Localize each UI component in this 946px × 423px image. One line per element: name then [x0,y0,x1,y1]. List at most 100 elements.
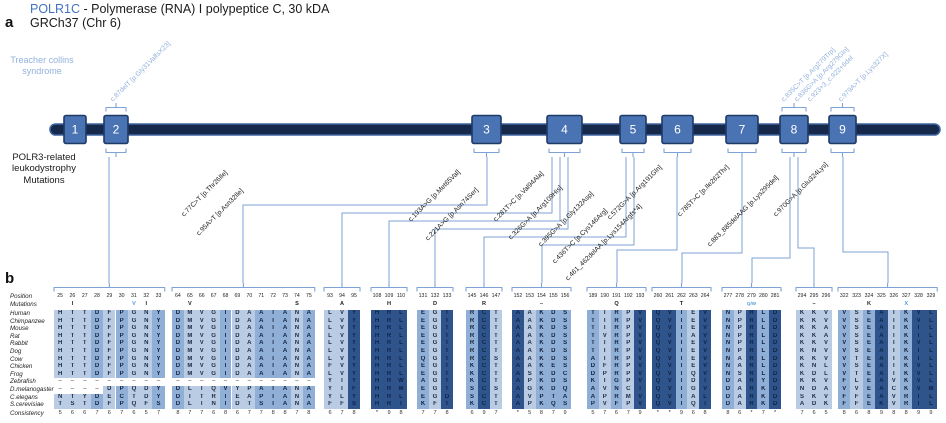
alignment-cell: E [862,325,876,333]
alignment-cell: Y [152,355,165,364]
alignment-cell: Q [687,401,700,409]
alignment-cell: K [820,401,832,409]
alignment-cell: K [535,340,548,348]
alignment-cell: A [279,310,291,318]
alignment-cell: H [371,348,383,356]
alignment-cell: L [924,363,938,371]
alignment-cell: K [535,325,548,333]
alignment-cell: R [383,363,395,371]
alignment-consistency-value: 6 [855,410,859,416]
alignment-cell: I [267,310,280,318]
alignment-cell: – [78,386,91,394]
alignment-cell: E [417,386,429,394]
alignment-cell: R [610,363,623,371]
alignment-cell: K [535,386,548,394]
alignment-cell: V [195,325,208,333]
alignment-cell: R [466,348,478,356]
alignment-cell: L [324,332,336,341]
alignment-cell: S [733,370,746,379]
alignment-cell: I [267,317,280,326]
alignment-cell: P [622,401,635,409]
alignment-cell: E [687,355,700,364]
alignment-cell: D [90,370,104,379]
alignment-position-number: 155 [548,293,558,299]
exon-4-box [546,114,583,145]
alignment-cell: G [687,386,700,394]
alignment-cell: V [219,386,232,394]
alignment-cell: T [127,393,141,402]
alignment-cell: – [152,378,165,386]
alignment-cell: P [733,317,746,326]
alignment-position-number: 191 [612,293,621,299]
alignment-cell: A [302,325,315,333]
alignment-cell: E [417,332,429,341]
alignment-cell: S [490,355,502,364]
alignment-position-number: 65 [186,293,193,299]
alignment-cell: N [207,401,220,409]
alignment-cell: S [66,401,79,409]
alignment-cell: V [336,317,348,326]
alignment-consistency-value: 8 [223,410,228,416]
alignment-species-label: Zebrafish [10,378,36,386]
alignment-cell: A [512,401,524,409]
alignment-consistency-value: 8 [892,410,896,416]
alignment-cell: I [912,401,925,409]
alignment-cell: A [302,386,315,394]
alignment-cell: N [291,310,303,318]
alignment-cell: V [598,386,611,394]
alignment-cell: Y [348,325,360,333]
alignment-cell: R [745,401,758,409]
alignment-position-number: 72 [270,293,277,299]
alignment-block-bracket [586,283,647,292]
alignment-cell: Q [652,325,664,333]
alignment-cell: P [115,355,128,364]
alignment-cell: I [267,355,280,364]
alignment-position-number: 108 [372,293,382,299]
alignment-cell: V [195,332,208,341]
alignment-cell: K [466,401,478,409]
alignment-block-bracket [511,283,572,292]
exon-3-number: 3 [483,123,490,137]
alignment-cell: I [887,348,900,356]
alignment-cell: D [587,370,599,379]
alignment-cell: E [417,340,429,348]
alignment-cell: T [66,332,79,341]
alignment-cell: L [924,378,938,386]
alignment-cell: S [850,310,863,318]
alignment-cell: C [478,401,490,409]
alignment-cell: L [820,370,832,379]
alignment-cell: H [54,370,67,379]
alignment-cell: I [195,386,208,394]
alignment-cell: A [587,393,599,402]
alignment-cell: N [808,363,820,371]
alignment-cell: L [924,355,938,364]
alignment-cell: V [336,332,348,341]
alignment-cell: L [757,310,770,318]
alignment-cell: D [90,363,104,371]
alignment-cell: A [243,325,256,333]
alignment-cell: T [78,325,91,333]
alignment-consistency-value: 8 [399,410,403,416]
alignment-consistency-value: 5 [591,410,595,416]
alignment-cell: T [441,355,453,364]
alignment-cell: A [243,348,256,356]
alignment-cell: V [634,355,646,364]
alignment-position-number: 325 [877,293,886,299]
alignment-cell: I [598,378,611,386]
alignment-position-number: 192 [623,293,633,299]
alignment-cell: R [610,355,623,364]
alignment-cell: I [598,340,611,348]
alignment-cell: L [324,325,336,333]
alignment-cell: V [598,332,611,341]
alignment-cell: I [267,340,280,348]
alignment-cell: R [610,325,623,333]
alignment-cell: D [90,348,104,356]
alignment-cell: G [127,348,141,356]
alignment-position-number: 278 [735,293,745,299]
alignment-mutation-marker: I [145,301,148,307]
alignment-cell: K [587,378,599,386]
alignment-consistency-value: 5 [144,410,148,416]
alignment-cell: P [622,325,635,333]
alignment-cell: K [535,355,548,364]
alignment-cell: R [745,317,758,326]
